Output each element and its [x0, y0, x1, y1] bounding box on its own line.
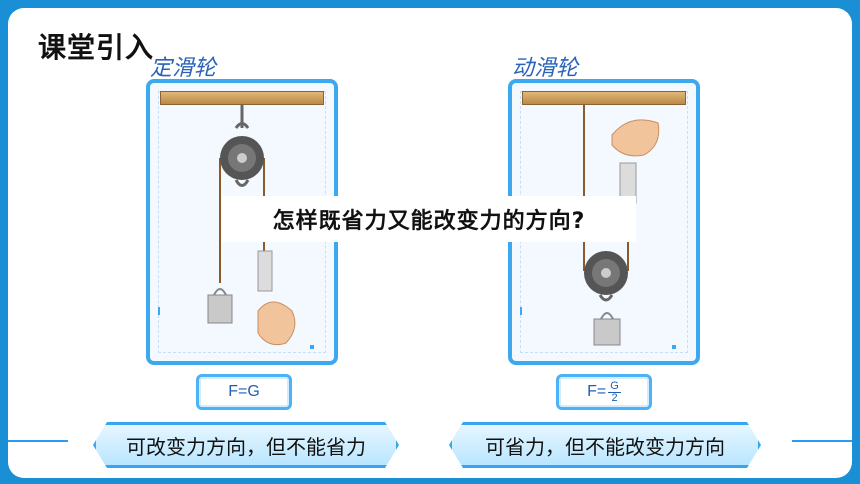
bottom-decor-line-left: [8, 440, 68, 442]
fraction-denominator: 2: [611, 391, 618, 404]
movable-pulley-formula: F= G 2: [556, 374, 652, 410]
fixed-pulley-title: 定滑轮: [150, 56, 217, 81]
question-banner: 怎样既省力又能改变力的方向?: [222, 196, 636, 242]
movable-pulley-title: 动滑轮: [512, 56, 579, 81]
movable-pulley-conclusion: 可省力，但不能改变力方向: [449, 422, 761, 468]
wooden-beam: [160, 91, 324, 105]
formula-prefix: F=: [587, 383, 607, 400]
movable-pulley-illustration: [520, 105, 676, 349]
fraction-numerator: G: [608, 379, 621, 393]
formula-fraction: G 2: [608, 379, 621, 404]
fixed-pulley-conclusion: 可改变力方向，但不能省力: [93, 422, 399, 468]
bottom-decor-line-right: [792, 440, 852, 442]
fixed-pulley-formula: F=G: [196, 374, 292, 410]
page-title: 课堂引入: [38, 31, 155, 64]
slide-card: 课堂引入: [8, 8, 852, 478]
wooden-beam: [522, 91, 686, 105]
